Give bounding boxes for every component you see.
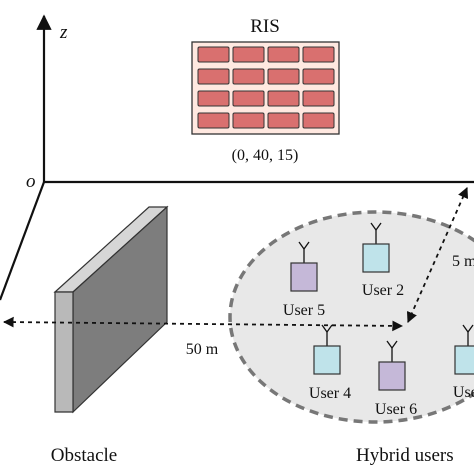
ris-element bbox=[267, 46, 300, 63]
ris-element bbox=[302, 68, 335, 85]
ris-element bbox=[197, 90, 230, 107]
obstacle: Obstacle bbox=[51, 205, 169, 466]
distance-label-50m: 50 m bbox=[186, 341, 219, 358]
distance-label-5m: 5 m bbox=[452, 253, 474, 270]
user-label: User 4 bbox=[309, 385, 351, 402]
obstacle-front bbox=[54, 291, 74, 413]
distance-markers: 50 m 5 m bbox=[2, 187, 474, 358]
ris-element bbox=[197, 112, 230, 129]
hybrid-users-label: Hybrid users bbox=[356, 445, 454, 466]
user-device-icon bbox=[313, 345, 341, 375]
ris-element bbox=[302, 46, 335, 63]
users: User 5 User 2 User 4 User 6 bbox=[283, 222, 474, 418]
user-6: User 6 bbox=[375, 340, 417, 418]
user-device-icon bbox=[378, 361, 406, 391]
user-4: User 4 bbox=[309, 324, 351, 402]
user-label: User 6 bbox=[375, 401, 417, 418]
user-label: User 5 bbox=[283, 302, 325, 319]
coordinate-axes: z o bbox=[0, 14, 474, 301]
origin-label: o bbox=[26, 171, 36, 192]
ris-element bbox=[197, 68, 230, 85]
ris-element bbox=[267, 68, 300, 85]
ris-element bbox=[232, 90, 265, 107]
distance-arrow-5m bbox=[406, 187, 469, 323]
ris-title: RIS bbox=[250, 16, 280, 37]
ris-element bbox=[197, 46, 230, 63]
obstacle-label: Obstacle bbox=[51, 445, 117, 466]
ris-elements bbox=[197, 46, 335, 129]
ris-element bbox=[232, 112, 265, 129]
user-label: User 2 bbox=[362, 282, 404, 299]
hybrid-users-zone bbox=[228, 210, 474, 424]
ris-group: RIS (0, 40, 15) bbox=[191, 16, 340, 164]
ris-element bbox=[302, 112, 335, 129]
user-5: User 5 bbox=[283, 241, 325, 319]
distance-arrow-50m bbox=[2, 316, 404, 332]
ris-element bbox=[232, 46, 265, 63]
ris-coordinate: (0, 40, 15) bbox=[232, 147, 299, 164]
ris-element bbox=[232, 68, 265, 85]
ris-element bbox=[302, 90, 335, 107]
x-axis bbox=[0, 181, 46, 301]
user-label: User 3 bbox=[453, 384, 474, 401]
ris-element bbox=[267, 112, 300, 129]
user-device-icon bbox=[362, 243, 390, 273]
user-2: User 2 bbox=[362, 222, 404, 299]
user-3: User 3 bbox=[453, 324, 474, 401]
ris-element bbox=[267, 90, 300, 107]
z-axis-label: z bbox=[59, 22, 68, 43]
user-device-icon bbox=[290, 262, 318, 292]
user-device-icon bbox=[454, 345, 474, 375]
